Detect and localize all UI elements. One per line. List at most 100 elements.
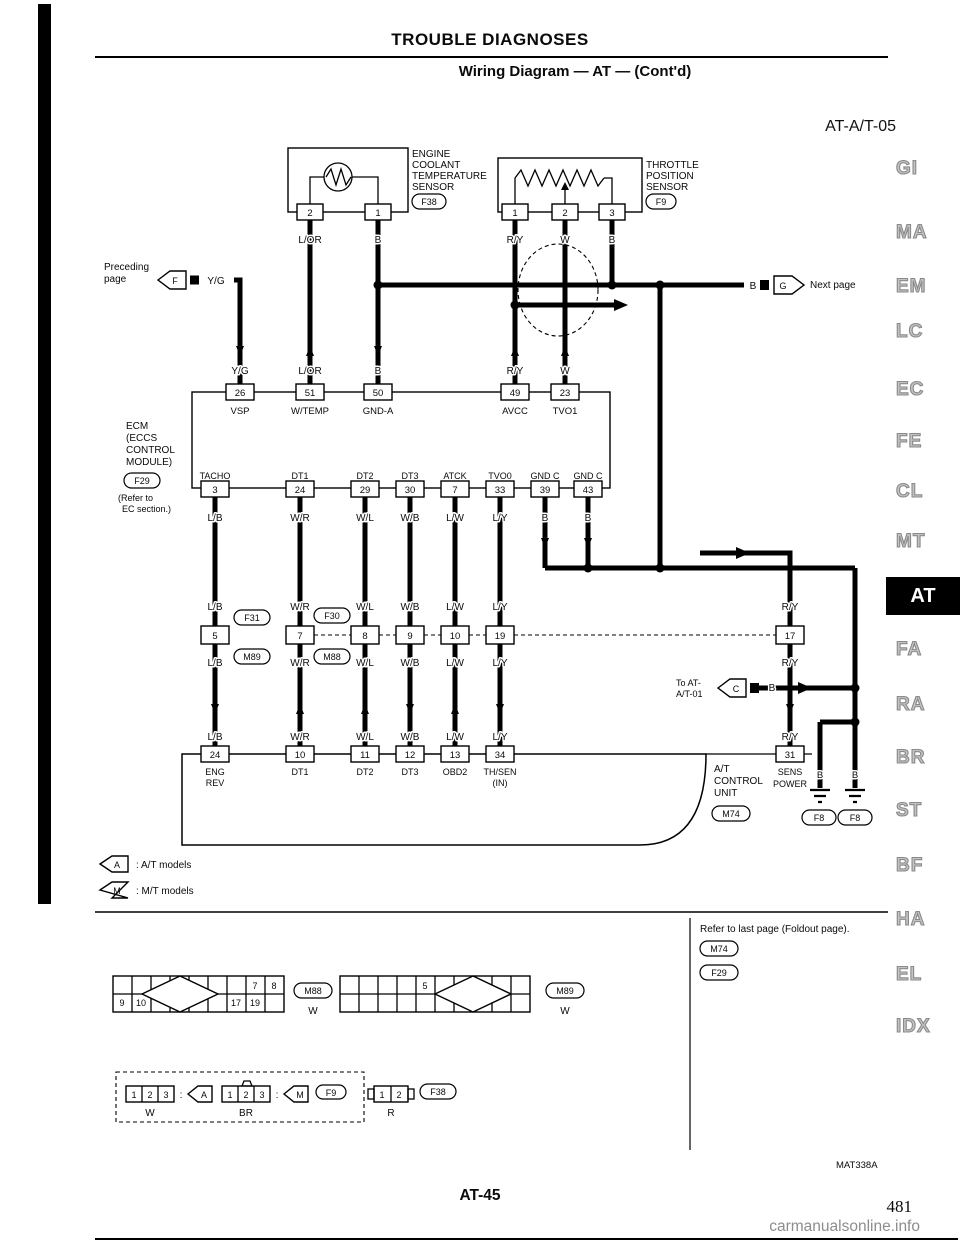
page-arrow-icon: [716, 678, 747, 698]
harness-wires: [212, 220, 858, 788]
wire-stub: [190, 275, 199, 285]
arrow-up-icon: [451, 704, 459, 714]
sidebar-item-lc: LC: [895, 320, 924, 342]
terminal-name: GND-A: [363, 406, 394, 417]
arrow-down-icon: [584, 538, 592, 548]
preceding-page-label: page: [104, 274, 127, 285]
wire-color-label: R/Y: [782, 602, 799, 613]
cavity-number: 1: [131, 1090, 136, 1100]
wire-color-label: L/B: [207, 732, 222, 743]
pin-number: 1: [375, 208, 380, 219]
connector-face: [125, 1085, 175, 1103]
wire-color-label: L/Y: [492, 513, 507, 524]
page-spine-bar: [38, 4, 51, 904]
arrow-down-icon: [496, 704, 504, 714]
connector-ref-oval: [233, 609, 271, 626]
terminal-name: TH/SEN: [483, 767, 516, 777]
cavity-number: 3: [259, 1090, 264, 1100]
cavity-number: 8: [271, 981, 276, 991]
connector-ref: F38: [430, 1087, 446, 1097]
terminal-box: [350, 480, 380, 498]
connector-ref-oval: [293, 982, 333, 999]
terminal-name: W/TEMP: [291, 406, 329, 417]
connector-ref: F29: [711, 968, 727, 978]
junction-dots: [373, 280, 860, 727]
sidebar-item-ra: RA: [895, 693, 926, 715]
connector-ref-oval: [837, 809, 873, 826]
wire-stub: [750, 683, 759, 693]
terminal-name: AVCC: [502, 406, 528, 417]
connector-color-code: R: [387, 1108, 394, 1119]
terminal-box: [485, 745, 515, 763]
page-arrow-tag: C: [733, 684, 740, 694]
terminal-name: GND C: [531, 471, 561, 481]
arrow-down-icon: [374, 346, 382, 356]
terminal-number: 3: [212, 485, 217, 496]
terminal-box: [573, 480, 603, 498]
terminal-number: 39: [540, 485, 551, 496]
terminal-name: ATCK: [443, 471, 466, 481]
terminal-number: 13: [450, 750, 461, 761]
connector-view-m88: 7 8 9 10 17 19 M88 W: [112, 975, 333, 1017]
terminal-number: 31: [785, 750, 796, 761]
connector-ref-oval: [699, 964, 739, 981]
wire-color-label: B: [542, 513, 549, 524]
sensor-label: ENGINE: [412, 149, 451, 160]
arrow-right-icon: [614, 299, 628, 311]
connector-pin: 19: [495, 631, 506, 642]
junction-dot: [583, 563, 593, 573]
terminal-name: DT2: [356, 471, 373, 481]
inline-connector-box: [200, 625, 230, 645]
terminal-name: DT1: [291, 471, 308, 481]
connector-ref-oval: [419, 1083, 457, 1100]
inline-connector-box: [485, 625, 515, 645]
next-page-connector: B G Next page: [748, 275, 856, 295]
pin-number: 2: [562, 208, 567, 219]
connector-ref-oval: [645, 193, 677, 210]
sensor-label: POSITION: [646, 171, 694, 182]
pin-box: [501, 203, 529, 221]
connector-ref-oval: [233, 648, 271, 665]
terminal-box: [550, 383, 580, 401]
keyway-diamond-icon: [140, 975, 220, 1013]
wire-color-label: W: [560, 366, 570, 377]
next-page-label: Next page: [810, 280, 856, 291]
to-at01-connector: To AT- A/T-01 C B: [676, 678, 777, 699]
model-tag-icon: [282, 1085, 309, 1103]
model-tag-icon: [98, 855, 129, 873]
terminal-box: [285, 480, 315, 498]
model-tag-icon: [98, 881, 130, 899]
connector-pin: 17: [785, 631, 796, 642]
sensor-label: COOLANT: [412, 160, 460, 171]
terminal-number: 24: [295, 485, 306, 496]
terminal-name: DT2: [356, 767, 373, 777]
cavity-number: 1: [379, 1090, 384, 1100]
wire-color-label: L/OR: [298, 366, 321, 377]
wire-color-label: L/W: [446, 513, 464, 524]
wire-color-label: W/L: [356, 658, 374, 669]
connector-ref-oval: [711, 805, 751, 822]
terminal-number: 30: [405, 485, 416, 496]
cavity-number: 2: [396, 1090, 401, 1100]
model-specific-group-box: [115, 1071, 365, 1123]
arrow-up-icon: [306, 346, 314, 356]
junction-dot: [373, 280, 383, 290]
terminal-number: 34: [495, 750, 506, 761]
model-tag: M: [113, 886, 121, 896]
connector-tab-icon: [407, 1088, 415, 1100]
terminal-box: [200, 480, 230, 498]
connector-ref-oval: [315, 1084, 347, 1100]
cavity-number: 7: [252, 981, 257, 991]
terminal-number: 51: [305, 388, 316, 399]
wire-color-label: L/W: [446, 602, 464, 613]
wiper-arrow-icon: [561, 182, 569, 190]
connector-ref: F9: [656, 197, 667, 207]
terminal-number: 23: [560, 388, 571, 399]
sidebar-item-ec: EC: [895, 378, 925, 400]
cavity-number: 3: [163, 1090, 168, 1100]
terminal-box: [395, 480, 425, 498]
connector-ref: M89: [243, 652, 261, 662]
cavity-number: 1: [227, 1090, 232, 1100]
at-control-unit: L/B W/R W/L W/B L/W L/Y R/Y 24 10 11 12 …: [181, 731, 812, 846]
wire-color-label: R/Y: [507, 235, 524, 246]
